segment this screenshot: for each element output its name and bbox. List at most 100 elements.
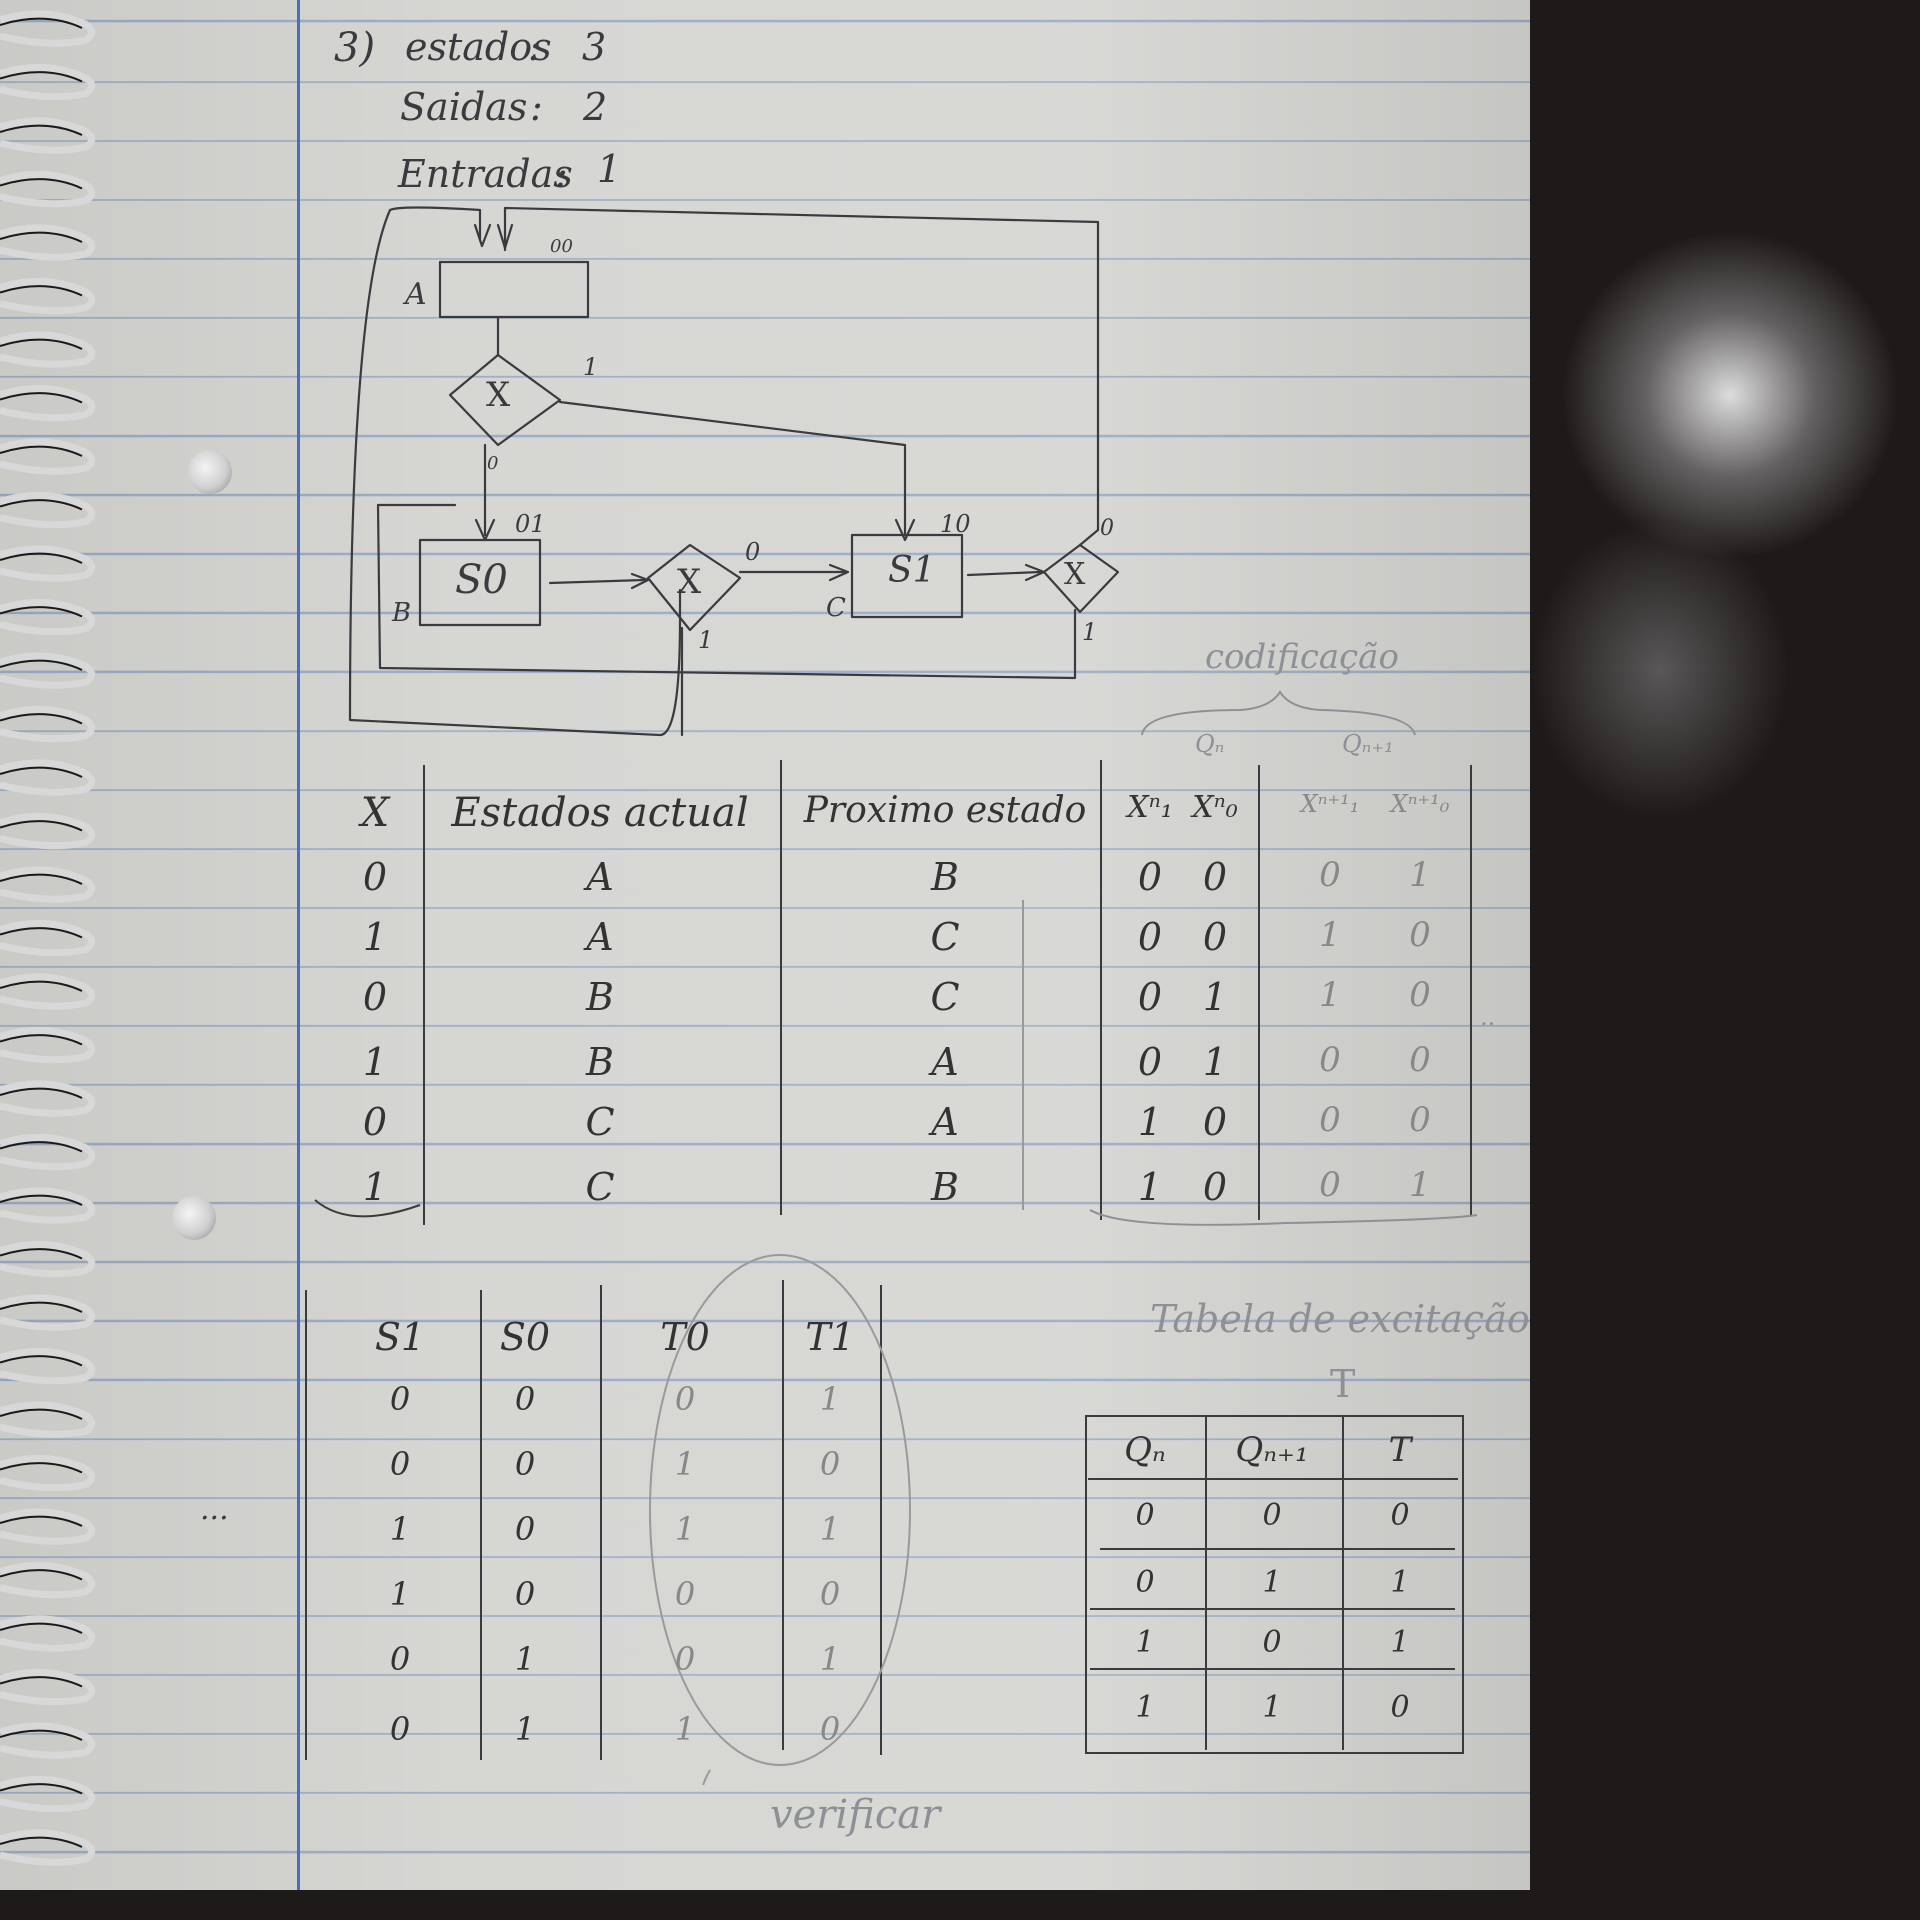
- excitation-header-cell: Qₙ: [1124, 1430, 1166, 1470]
- transition-cell: 0: [362, 975, 388, 1019]
- output-cell: 0: [514, 1575, 536, 1613]
- spiral-coil-shadow: [0, 1141, 83, 1153]
- state-c-name: S1: [888, 550, 936, 591]
- codificacao-note: codificação: [1205, 637, 1399, 677]
- spiral-coil-shadow: [0, 231, 83, 243]
- spiral-coil-shadow: [0, 1034, 83, 1046]
- margin-line: [297, 0, 300, 1890]
- spiral-coil-shadow: [0, 927, 83, 939]
- excitation-header-cell: Qₙ₊₁: [1235, 1430, 1309, 1470]
- spiral-coil: [0, 1561, 96, 1599]
- transition-cell: 0: [1409, 1100, 1431, 1140]
- transition-cell: 0: [362, 855, 388, 899]
- output-header-cell: T1: [805, 1315, 855, 1359]
- spiral-coil-shadow: [0, 1729, 83, 1741]
- transition-cell: A: [931, 1100, 959, 1144]
- transition-cell: 1: [362, 915, 388, 959]
- spiral-binding: [0, 10, 96, 1866]
- transition-cell: 0: [1319, 1040, 1341, 1080]
- transition-cell: 1: [1409, 855, 1431, 895]
- decision-2-label: X: [677, 562, 702, 602]
- spiral-coil: [0, 1829, 96, 1866]
- spiral-coil: [0, 812, 96, 850]
- spiral-coil: [0, 438, 96, 475]
- transition-cell: 0: [1409, 975, 1431, 1015]
- spiral-coil: [0, 10, 96, 47]
- transition-cell: 1: [362, 1165, 388, 1209]
- decision-1-branch-one: 1: [583, 353, 599, 381]
- spiral-coil: [0, 117, 96, 154]
- spiral-coil: [0, 224, 96, 261]
- estados-label: estados: [405, 25, 552, 69]
- spiral-coil: [0, 1615, 96, 1652]
- output-cell: 1: [514, 1710, 536, 1748]
- desk-glare: [1560, 230, 1900, 560]
- decision-2-branch-one: 1: [698, 626, 714, 654]
- spiral-coil: [0, 759, 96, 796]
- output-cell: 1: [819, 1510, 841, 1548]
- output-cell: 1: [819, 1380, 841, 1418]
- margin-dots: ...: [200, 1492, 229, 1527]
- excitation-cell: 0: [1135, 1498, 1155, 1533]
- state-b-name: S0: [455, 557, 508, 603]
- transition-cell: 0: [1319, 855, 1341, 895]
- spiral-coil: [0, 1668, 96, 1706]
- transition-cell: 0: [1137, 1040, 1163, 1084]
- spiral-coil-shadow: [0, 338, 83, 350]
- spiral-coil-shadow: [0, 1301, 83, 1313]
- spiral-coil-shadow: [0, 1676, 83, 1688]
- spiral-coil: [0, 919, 96, 957]
- decision-2-diamond: [646, 543, 742, 632]
- state-diagram: [348, 206, 1120, 737]
- state-a-box: [438, 260, 590, 319]
- loop-from-s0-decision: [348, 206, 682, 737]
- excitation-cell: 1: [1390, 1565, 1410, 1600]
- problem-number: 3): [334, 25, 376, 71]
- output-header-cell: T0: [660, 1315, 710, 1359]
- decision-3-diamond: [1042, 543, 1120, 614]
- transition-cell: A: [586, 915, 614, 959]
- spiral-coil: [0, 1294, 96, 1331]
- decision-2-branch-zero: 0: [745, 538, 761, 566]
- excitation-cell: 1: [1262, 1690, 1282, 1725]
- spiral-coil: [0, 545, 96, 582]
- excitation-cell: 0: [1135, 1565, 1155, 1600]
- spiral-coil-shadow: [0, 71, 83, 83]
- spiral-coil-shadow: [0, 1462, 83, 1474]
- group-qn-label: Qₙ: [1195, 730, 1225, 758]
- output-cell: 0: [674, 1575, 696, 1613]
- spiral-coil: [0, 1722, 96, 1759]
- spiral-coil-shadow: [0, 1408, 83, 1420]
- decision-1-branch-zero: 0: [487, 453, 499, 474]
- output-cell: 1: [389, 1510, 411, 1548]
- transition-cell: 0: [1202, 915, 1228, 959]
- transition-cell: 1: [1409, 1165, 1431, 1205]
- output-cell: 0: [819, 1445, 841, 1483]
- output-cell: 0: [819, 1575, 841, 1613]
- state-c-box: [850, 533, 964, 619]
- output-header-cell: S0: [499, 1315, 551, 1359]
- spiral-coil-shadow: [0, 820, 83, 832]
- spiral-coil: [0, 1508, 96, 1545]
- spiral-coil: [0, 170, 96, 208]
- spiral-coil: [0, 652, 96, 689]
- transition-cell: 0: [1137, 975, 1163, 1019]
- spiral-coil: [0, 1080, 96, 1117]
- transition-header-cell: Xⁿ₁: [1127, 790, 1173, 825]
- spiral-coil-shadow: [0, 178, 83, 190]
- decision-3-label: X: [1064, 557, 1086, 592]
- spiral-coil: [0, 705, 96, 743]
- transition-cell: 0: [1202, 1100, 1228, 1144]
- decision-1-diamond: [448, 353, 562, 447]
- transition-cell: A: [586, 855, 614, 899]
- spiral-coil-shadow: [0, 1622, 83, 1634]
- spiral-coil-shadow: [0, 980, 83, 992]
- verify-ellipse: [649, 1254, 911, 1785]
- spiral-coil: [0, 1401, 96, 1438]
- spiral-coil: [0, 491, 96, 529]
- transition-cell: C: [930, 915, 960, 959]
- output-cell: 0: [514, 1510, 536, 1548]
- loop-from-s1-decision: [503, 206, 1100, 547]
- spiral-coil-shadow: [0, 1248, 83, 1260]
- spiral-coil-shadow: [0, 552, 83, 564]
